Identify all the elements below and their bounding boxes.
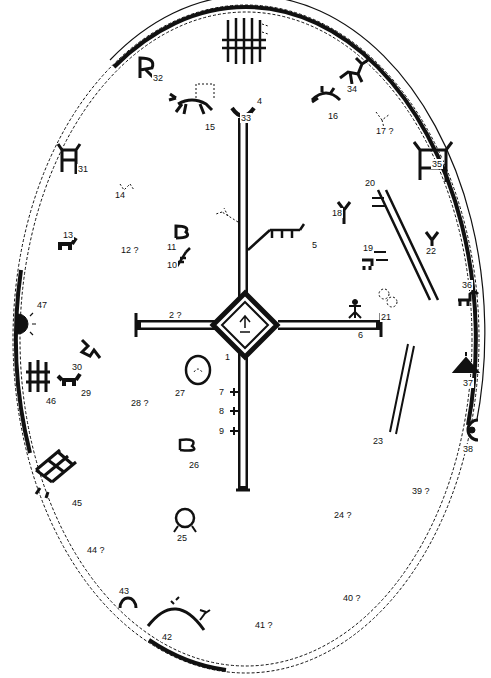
callout-number: 42 xyxy=(161,632,173,642)
callout-number: 25 xyxy=(176,533,188,543)
callout-number: 47 xyxy=(36,300,48,310)
callout-number: 24 ? xyxy=(333,510,353,520)
callout-number: 43 xyxy=(118,586,130,596)
callout-number: 32 xyxy=(152,73,164,83)
callout-number: 31 xyxy=(77,164,89,174)
callout-number: 18 xyxy=(331,208,343,218)
callout-number: 17 ? xyxy=(375,126,395,136)
callout-number: 2 ? xyxy=(168,310,183,320)
callout-number: 46 xyxy=(45,396,57,406)
callout-number: 4 xyxy=(256,96,263,106)
callout-number: 40 ? xyxy=(342,593,362,603)
callout-number: 41 ? xyxy=(254,620,274,630)
callout-number: 28 ? xyxy=(130,398,150,408)
callout-number: 27 xyxy=(174,388,186,398)
callout-number: 22 xyxy=(425,246,437,256)
callout-number: 26 xyxy=(188,460,200,470)
callout-number: 44 ? xyxy=(86,545,106,555)
callout-number: 5 xyxy=(311,240,318,250)
callout-number: 36 xyxy=(461,280,473,290)
callout-number: 15 xyxy=(204,122,216,132)
callout-number: 1 xyxy=(224,352,231,362)
callout-number: 20 xyxy=(364,178,376,188)
callout-number: 11 xyxy=(166,242,177,252)
callout-number: 39 ? xyxy=(411,486,431,496)
callout-number: 10 xyxy=(166,260,178,270)
callout-number: 14 xyxy=(114,190,126,200)
callout-number: 38 xyxy=(462,444,474,454)
callout-number: 8 xyxy=(218,406,225,416)
callout-number: 21 xyxy=(380,312,392,322)
callout-number: 29 xyxy=(80,388,92,398)
callout-number: 19 xyxy=(362,243,374,253)
callout-number: 12 ? xyxy=(120,245,140,255)
callout-number: 33 xyxy=(240,113,252,123)
callout-number: 16 xyxy=(327,111,339,121)
callout-number: 30 xyxy=(71,362,83,372)
callout-number: 6 xyxy=(357,330,364,340)
callout-number: 45 xyxy=(71,498,83,508)
callout-number: 37 xyxy=(462,378,474,388)
callout-number: 9 xyxy=(218,426,225,436)
callout-number: 7 xyxy=(218,387,225,397)
callout-number: 23 xyxy=(372,436,384,446)
callout-number: 13 xyxy=(62,230,74,240)
callout-number: 34 xyxy=(346,84,358,94)
callout-number: 35 xyxy=(431,159,443,169)
